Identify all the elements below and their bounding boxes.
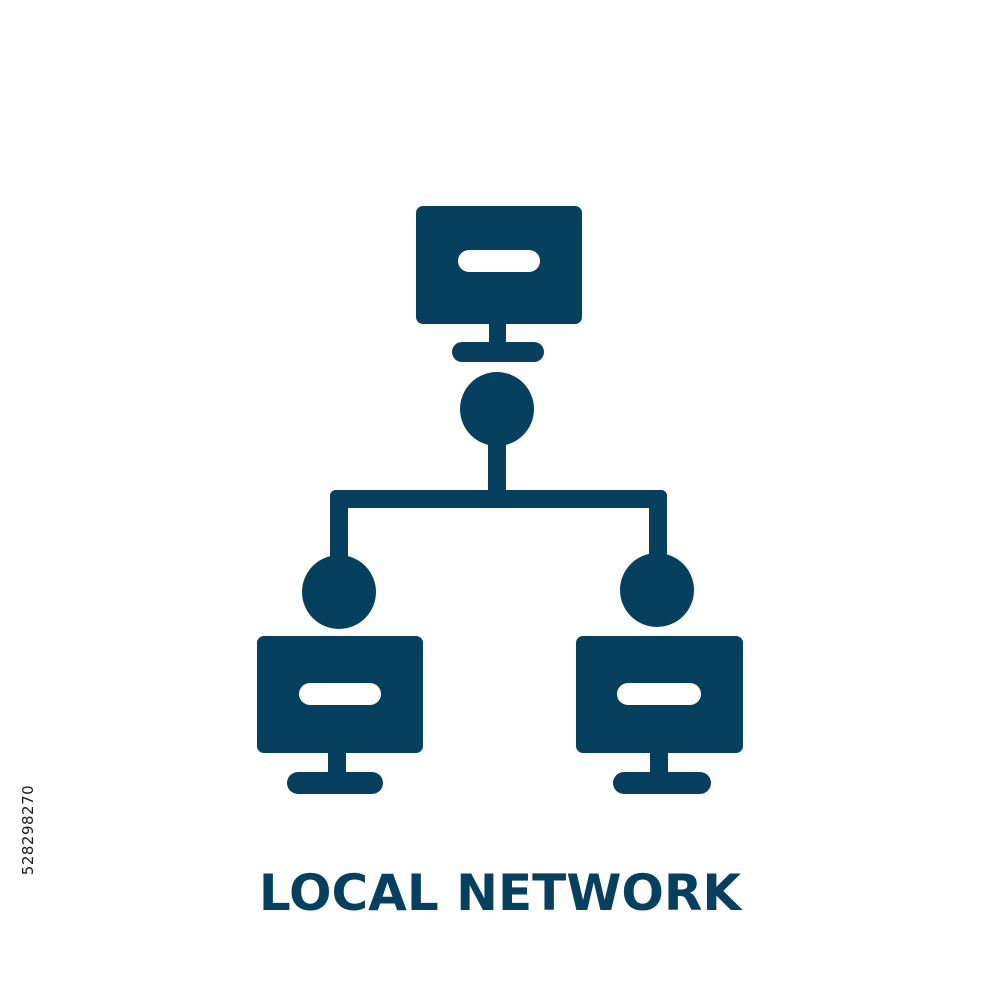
left-node-icon: [302, 555, 376, 629]
left-computer-icon: [257, 636, 423, 794]
right-node-icon: [620, 553, 694, 627]
network-connector-lines: [330, 430, 667, 562]
stock-image-id: 528298270: [19, 784, 37, 876]
right-computer-icon: [576, 636, 743, 794]
top-computer-icon: [416, 206, 582, 362]
icon-caption: LOCAL NETWORK: [258, 864, 742, 922]
top-node-icon: [460, 372, 534, 446]
